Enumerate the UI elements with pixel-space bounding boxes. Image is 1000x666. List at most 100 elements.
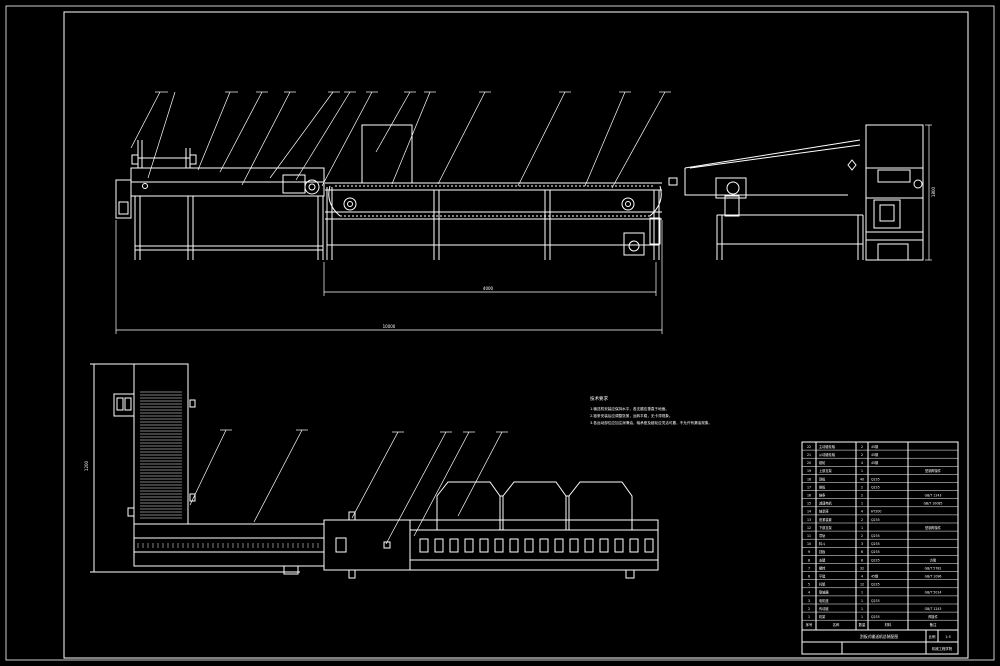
dim-inner-length: 4000 [483, 286, 494, 291]
parts-cell-no: 4 [808, 591, 810, 595]
drawing-title: 刮板式输送机总装配图 [860, 634, 898, 639]
notes-line-3: 3.各运动部位应加注润滑油，轴承座及链轮应灵活可靠，不允许有漏油现象。 [590, 420, 712, 425]
parts-cell-no: 11 [807, 534, 811, 538]
notes-line-2: 2.链条安装后应调整张紧，运转平稳，无卡滞现象。 [590, 413, 673, 418]
col-header-qty: 数量 [859, 622, 866, 627]
dim-side-height: 1800 [931, 186, 936, 197]
parts-cell-name: 链轮 [819, 460, 826, 465]
col-header-name: 名称 [833, 622, 840, 627]
scale-value: 1:5 [945, 635, 950, 639]
parts-cell-no: 19 [807, 469, 811, 473]
parts-cell-mat: 45钢 [871, 452, 878, 457]
parts-cell-no: 5 [808, 583, 810, 587]
parts-cell-mat: Q235 [871, 534, 880, 538]
parts-cell-no: 9 [808, 550, 810, 554]
parts-cell-qty: 4 [861, 575, 863, 579]
col-header-mat: 材料 [885, 622, 892, 627]
parts-cell-no: 17 [807, 485, 811, 489]
parts-cell-qty: 2 [861, 453, 863, 457]
base-slots [137, 543, 319, 548]
parts-cell-no: 8 [808, 558, 810, 562]
parts-cell-qty: 1 [861, 526, 863, 530]
parts-cell-name: 支腿 [819, 557, 826, 562]
parts-cell-name: 导轨 [819, 533, 826, 538]
parts-cell-mat: 45钢 [871, 444, 878, 449]
parts-cell-no: 14 [807, 510, 811, 514]
parts-cell-name: 侧板 [819, 484, 826, 489]
parts-cell-qty: 1 [861, 607, 863, 611]
parts-cell-no: 22 [807, 445, 811, 449]
col-header-note: 备注 [930, 622, 937, 627]
front-elevation-view: 4000 10000 1800 [115, 91, 936, 334]
parts-cell-name: 螺栓 [819, 565, 826, 570]
dim-plan-height: 1200 [84, 460, 89, 471]
outer-frame [5, 5, 995, 661]
parts-cell-mat: Q235 [871, 615, 880, 619]
dim-overall-length: 10000 [383, 324, 396, 329]
parts-cell-no: 2 [808, 607, 810, 611]
parts-cell-name: 电机座 [819, 598, 829, 603]
parts-cell-qty: 8 [861, 558, 863, 562]
notes-heading: 技术要求 [590, 395, 608, 402]
parts-cell-note: GB/T 1096 [925, 575, 942, 579]
parts-cell-name: 挡板 [819, 549, 826, 554]
parts-cell-name: 从动链轮轴 [819, 452, 835, 457]
parts-cell-qty: 1 [861, 469, 863, 473]
parts-cell-no: 10 [807, 542, 811, 546]
parts-cell-no: 20 [807, 461, 811, 465]
parts-cell-no: 16 [807, 494, 811, 498]
parts-cell-note: 方管 [930, 557, 936, 562]
parts-cell-name: 料斗 [819, 541, 825, 546]
parts-cell-no: 13 [807, 518, 811, 522]
parts-cell-name: 减速电机 [819, 501, 833, 506]
technical-notes: 技术要求 1.输送机安装应保持水平，各支腿应垂直于地面。 2.链条安装后应调整张… [590, 395, 712, 425]
parts-cell-name: 张紧装置 [819, 517, 832, 522]
parts-cell-no: 18 [807, 477, 811, 481]
parts-cell-no: 21 [807, 453, 811, 457]
parts-cell-no: 3 [808, 599, 810, 603]
parts-cell-mat: 45钢 [871, 574, 878, 579]
parts-cell-qty: 4 [861, 510, 863, 514]
parts-cell-mat: Q235 [871, 477, 880, 481]
parts-cell-qty: 40 [860, 477, 864, 481]
parts-cell-note: 型钢焊接件 [925, 525, 942, 530]
parts-cell-qty: 1 [861, 591, 863, 595]
parts-cell-note: GB/T 5782 [925, 566, 942, 570]
parts-cell-qty: 2 [861, 534, 863, 538]
parts-cell-mat: Q235 [871, 485, 880, 489]
parts-cell-note: 焊接件 [928, 614, 938, 619]
parts-cell-qty: 2 [861, 445, 863, 449]
col-header-no: 序号 [806, 622, 813, 627]
title-block [801, 441, 959, 655]
hopper-slots [419, 538, 654, 553]
parts-cell-note: GB/T 1243 [925, 607, 942, 611]
parts-cell-name: 刮板 [819, 476, 826, 481]
parts-cell-no: 1 [808, 615, 810, 619]
parts-cell-qty: 2 [861, 494, 863, 498]
parts-cell-note: GB/T 5014 [925, 591, 942, 595]
parts-cell-name: 主动链轮轴 [819, 444, 835, 449]
parts-cell-qty: 3 [861, 542, 863, 546]
parts-cell-qty: 1 [861, 615, 863, 619]
parts-cell-qty: 1 [861, 599, 863, 603]
parts-cell-name: 机架 [819, 614, 826, 619]
parts-cell-name: 轴承座 [819, 509, 829, 514]
parts-cell-name: 链条 [819, 493, 826, 498]
title-block-text: 序号 名称 数量 材料 备注 刮板式输送机总装配图 比例 1:5 机械工程学院 [806, 622, 953, 651]
inner-frame [63, 11, 969, 659]
parts-cell-no: 15 [807, 502, 811, 506]
incline-slats [140, 391, 182, 519]
parts-cell-name: 联轴器 [819, 590, 829, 595]
parts-cell-mat: Q235 [871, 599, 880, 603]
notes-line-1: 1.输送机安装应保持水平，各支腿应垂直于地面。 [590, 406, 669, 411]
parts-cell-qty: 2 [861, 518, 863, 522]
parts-cell-mat: Q235 [871, 550, 880, 554]
organization: 机械工程学院 [932, 646, 953, 651]
parts-cell-note: GB/T 10085 [924, 502, 943, 506]
parts-cell-name: 传动链 [819, 606, 829, 611]
parts-cell-qty: 6 [861, 550, 863, 554]
parts-cell-mat: Q235 [871, 558, 880, 562]
parts-cell-no: 12 [807, 526, 811, 530]
parts-cell-mat: 45钢 [871, 460, 878, 465]
